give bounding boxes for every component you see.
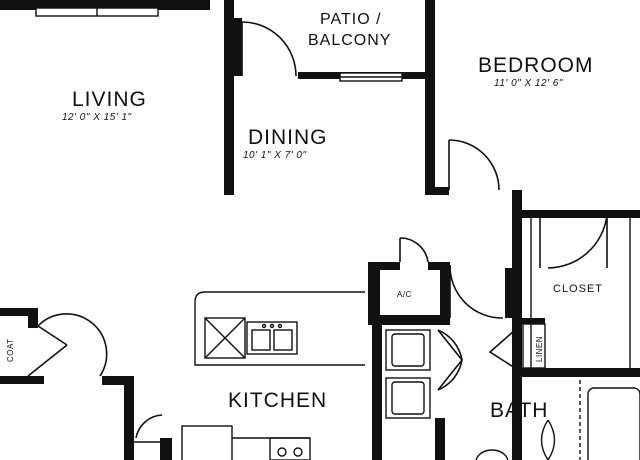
entry-wall xyxy=(102,376,132,385)
hall-right-wall xyxy=(512,190,522,460)
bath-label: Bath xyxy=(490,399,549,422)
patio-label-line1: Patio / xyxy=(320,11,382,28)
washer xyxy=(385,329,431,371)
kitchen-counter xyxy=(194,291,365,366)
range xyxy=(269,437,311,460)
patio-label-line2: Balcony xyxy=(308,32,392,49)
closet-bottom-wall xyxy=(515,368,640,377)
ac-top-wall-left xyxy=(368,262,400,270)
coat-label: Coat xyxy=(6,338,15,362)
kitchen-laundry-wall xyxy=(372,322,382,460)
ac-top-wall-right xyxy=(428,262,448,270)
bathtub xyxy=(587,387,640,460)
kitchen-corner-wall xyxy=(160,438,172,460)
coat-right-wall-top xyxy=(28,308,38,328)
kitchen-left-wall xyxy=(124,376,134,460)
doors xyxy=(27,21,608,439)
sink xyxy=(246,321,298,355)
dining-dimensions: 10' 1" x 7' 0" xyxy=(243,150,307,161)
linen-top-wall xyxy=(515,318,545,324)
ac-bottom-wall xyxy=(368,315,450,325)
closet-top-wall xyxy=(520,210,640,218)
patio-left-wall xyxy=(234,18,242,76)
hall-wall-segment xyxy=(505,268,515,318)
living-label: Living xyxy=(72,88,147,111)
linen-label: Linen xyxy=(535,335,544,362)
bedroom-label: Bedroom xyxy=(478,54,594,77)
living-dimensions: 12' 0" x 15' 1" xyxy=(62,112,132,123)
dining-label: Dining xyxy=(248,126,328,149)
bedroom-dimensions: 11' 0" x 12' 6" xyxy=(494,78,563,89)
fridge xyxy=(181,425,233,460)
coat-top-wall xyxy=(0,308,38,316)
kitchen-label: Kitchen xyxy=(228,389,328,412)
laundry-bath-wall xyxy=(435,418,445,460)
living-dining-wall xyxy=(224,0,234,195)
living-top-wall xyxy=(0,0,210,10)
coat-bottom-wall xyxy=(0,376,44,384)
patio-right-wall xyxy=(425,0,435,195)
fixtures xyxy=(134,218,640,460)
vanity-sink xyxy=(540,419,556,460)
bedroom-door-jamb xyxy=(435,187,449,195)
closet-label: Closet xyxy=(553,283,604,295)
ac-right-wall xyxy=(440,262,450,322)
windows xyxy=(35,7,403,82)
toilet xyxy=(475,449,509,460)
stove xyxy=(204,317,246,359)
dryer xyxy=(385,377,431,419)
ac-label: A/C xyxy=(397,290,412,299)
ac-left-wall xyxy=(368,262,380,322)
